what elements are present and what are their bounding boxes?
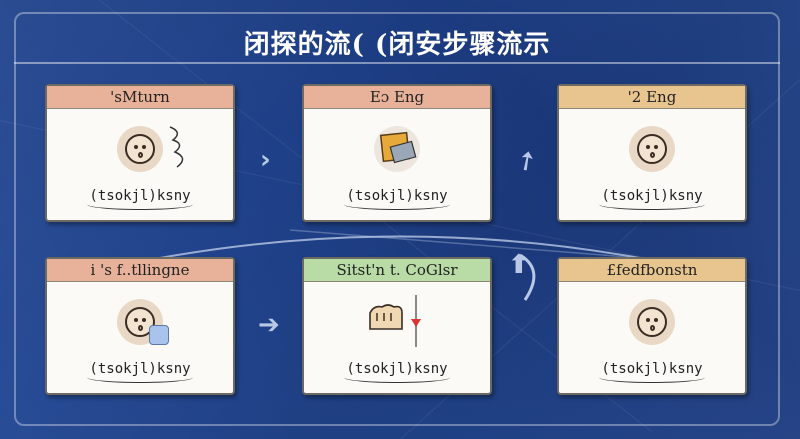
caption-underline (87, 372, 193, 383)
arrow-up-icon: ⬆ (508, 250, 530, 280)
caption-underline (599, 199, 705, 210)
arrow-right-icon: › (260, 145, 271, 175)
card-header: 'sMturn (47, 86, 233, 109)
diagram-title: 闭探的流( (闭安步骤流示 (243, 30, 551, 60)
badge-icon (149, 325, 169, 345)
connector-curve (159, 235, 641, 259)
step-card-4: i 's f..tllingne (tsokjl)ksny (45, 257, 235, 395)
title-bar: 闭探的流( (闭安步骤流示 (14, 12, 780, 64)
card-header: '2 Eng (559, 86, 745, 109)
arrow-right-icon: ➔ (258, 310, 280, 340)
step-card-1: 'sMturn (tsokjl)ksny (45, 84, 235, 222)
card-header: Sitst'n t. CoGlsr (304, 259, 490, 282)
step-card-3: '2 Eng (tsokjl)ksny (557, 84, 747, 222)
gauge-icon (369, 295, 421, 347)
card-header: Eɔ Eng (304, 86, 490, 109)
caption-underline (87, 199, 193, 210)
face-with-swirl-icon (117, 126, 163, 172)
step-card-2: Eɔ Eng (tsokjl)ksny (302, 84, 492, 222)
card-header: £fedfbonstn (559, 259, 745, 282)
step-card-6: £fedfbonstn (tsokjl)ksny (557, 257, 747, 395)
caption-underline (344, 199, 450, 210)
face-icon (629, 126, 675, 172)
caption-underline (344, 372, 450, 383)
diagram-frame (14, 12, 780, 426)
connector-arc (519, 253, 536, 301)
swirl-icon (169, 126, 184, 168)
connector-line (289, 229, 641, 259)
face-with-badge-icon (117, 299, 169, 345)
step-card-5: Sitst'n t. CoGlsr (tsokjl)ksny (302, 257, 492, 395)
caption-underline (599, 372, 705, 383)
card-header: i 's f..tllingne (47, 259, 233, 282)
folder-card-icon (374, 126, 420, 172)
face-icon (629, 299, 675, 345)
